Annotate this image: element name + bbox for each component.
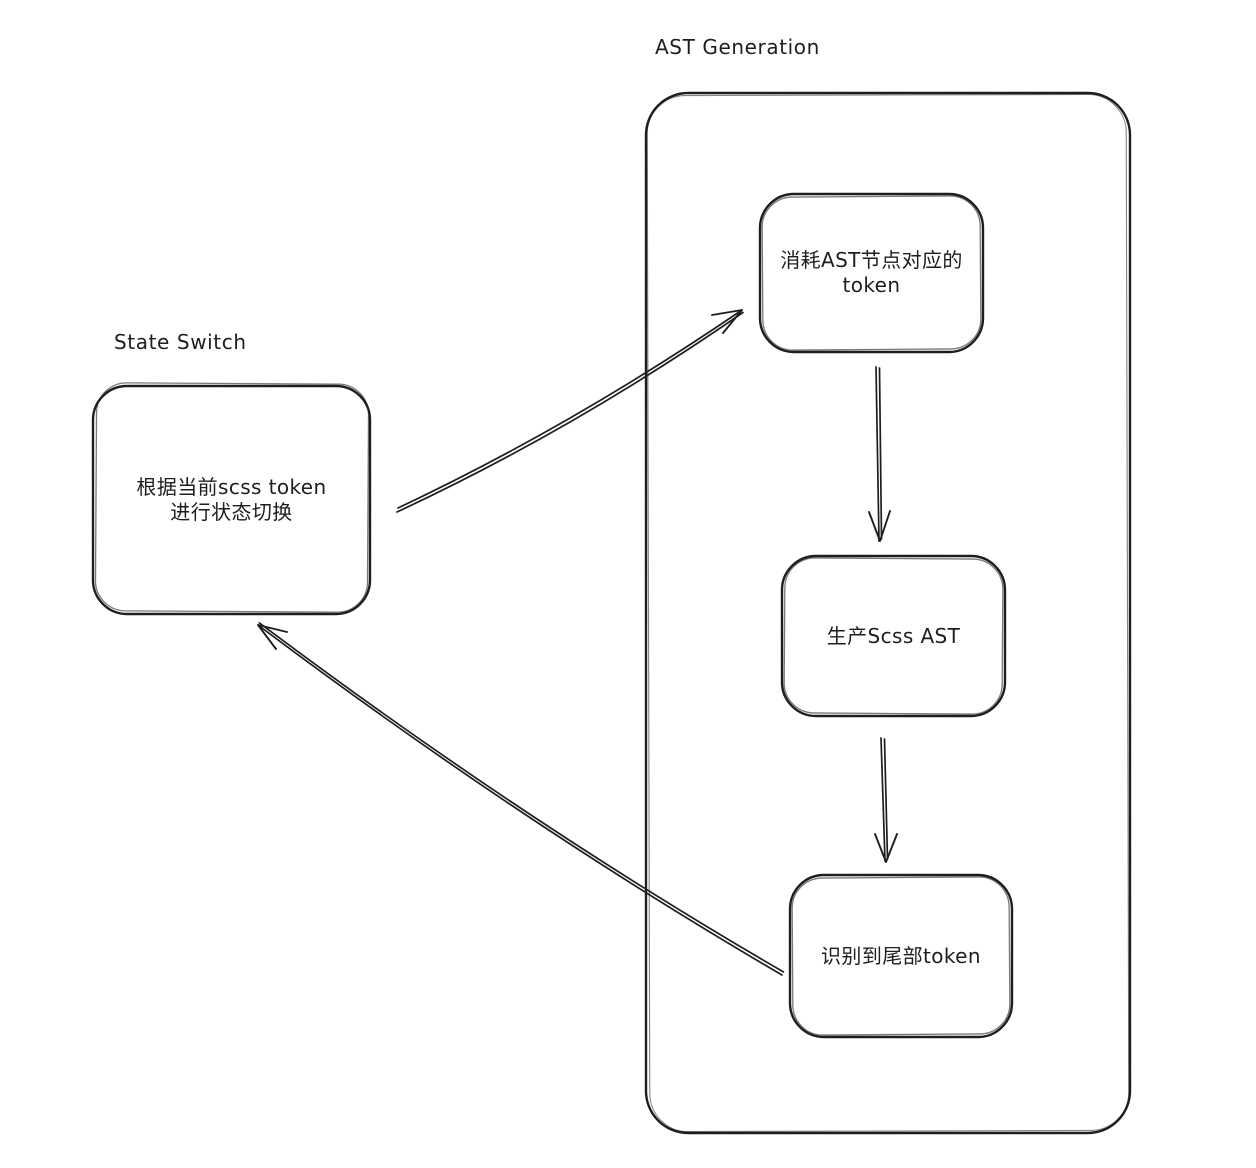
ast-generation-group-box (644, 91, 1132, 1135)
consume-token-node-box (758, 192, 985, 354)
tail-token-node-box (788, 873, 1014, 1039)
produce-ast-node-text: 生产Scss AST (782, 556, 1005, 716)
consume-token-node-line1: 消耗AST节点对应的 (780, 248, 963, 272)
arrow-tail-to-state (257, 622, 785, 976)
tail-token-node-text: 识别到尾部token (790, 875, 1012, 1037)
produce-ast-node-label: 生产Scss AST (826, 623, 961, 648)
state-switch-node-box (91, 382, 372, 616)
state-switch-node-line2: 进行状态切换 (170, 500, 293, 524)
ast-generation-group-title: AST Generation (655, 35, 820, 59)
state-switch-group-title: State Switch (114, 330, 247, 354)
state-switch-node-text: 根据当前scss token 进行状态切换 (93, 386, 370, 614)
arrow-produce-to-tail (874, 737, 898, 863)
consume-token-node-line2: token (842, 273, 901, 297)
consume-token-node-text: 消耗AST节点对应的 token (760, 194, 983, 352)
tail-token-node-label: 识别到尾部token (821, 943, 981, 968)
arrow-consume-to-produce (868, 366, 891, 542)
produce-ast-node-box (780, 554, 1007, 718)
state-switch-node-line1: 根据当前scss token (136, 475, 327, 499)
arrow-state-to-consume (396, 309, 744, 513)
